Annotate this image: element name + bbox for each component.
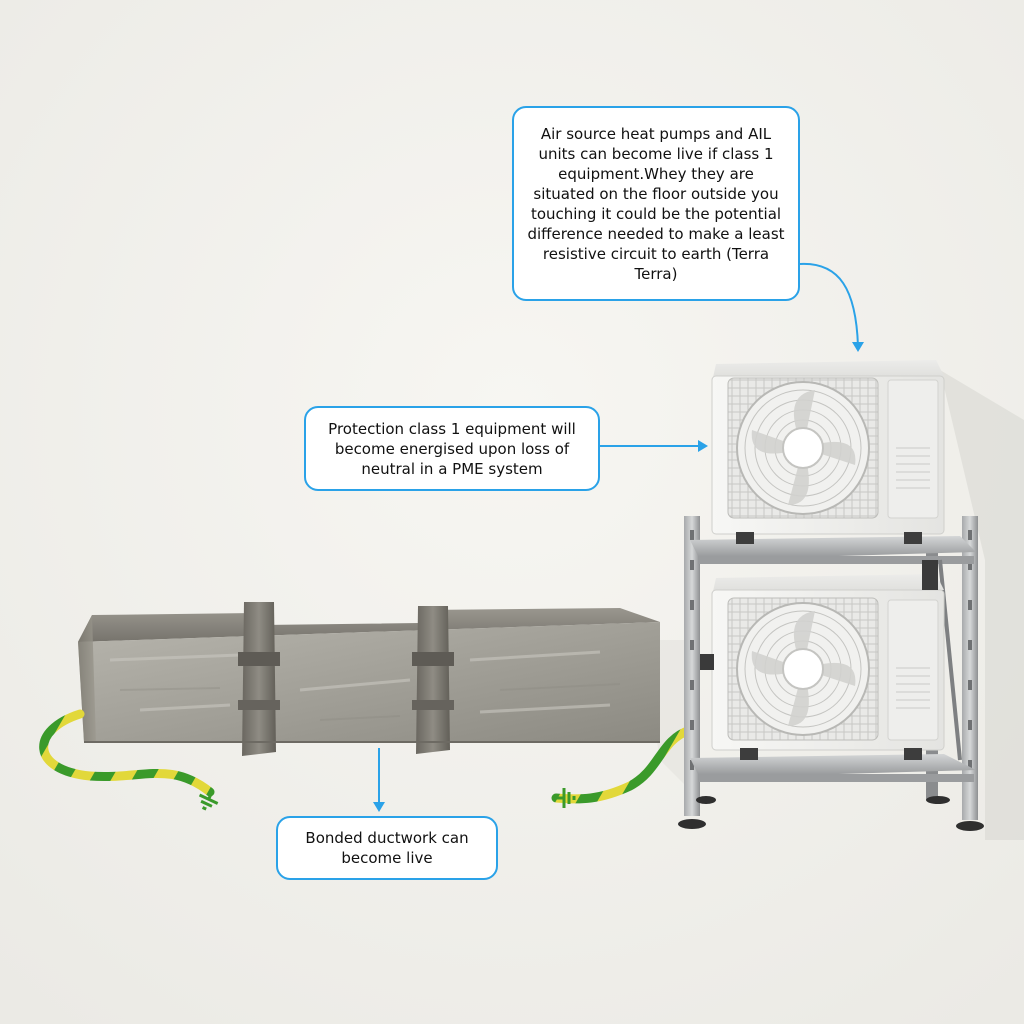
callout-protection-class-text: Protection class 1 equipment will become…: [328, 419, 576, 478]
callout-heat-pumps-text: Air source heat pumps and AIL units can …: [527, 124, 785, 283]
earth-ground-symbol: [198, 791, 219, 811]
bonded-ductwork: [78, 602, 660, 756]
arrow-ductwork: [373, 748, 385, 812]
callout-protection-class: Protection class 1 equipment will become…: [304, 406, 600, 491]
callout-ductwork-text: Bonded ductwork can become live: [305, 829, 469, 867]
earth-ground-symbol: [556, 788, 576, 808]
upper-outdoor-unit: [711, 360, 945, 544]
earth-cable-left: [39, 709, 215, 797]
callout-ductwork: Bonded ductwork can become live: [276, 816, 498, 880]
arrow-protection-class: [600, 440, 708, 452]
callout-heat-pumps: Air source heat pumps and AIL units can …: [512, 106, 800, 301]
lower-outdoor-unit: [700, 560, 945, 760]
earth-cable-right: [551, 725, 695, 804]
arrow-heat-pumps: [799, 262, 864, 352]
